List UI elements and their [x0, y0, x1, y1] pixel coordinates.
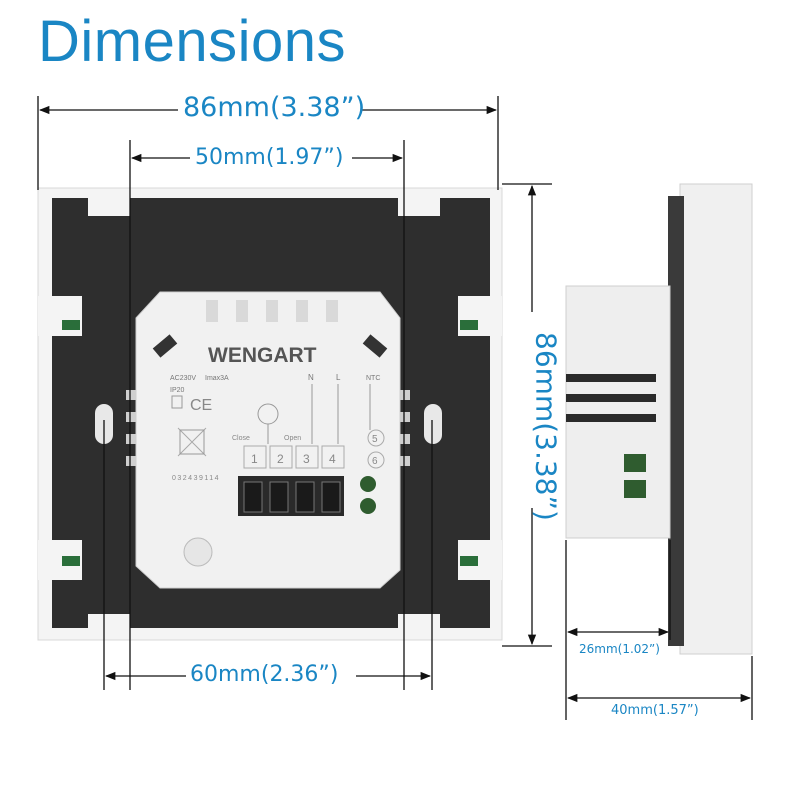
- overall-height-label: 86mm(3.38”): [529, 332, 563, 521]
- terminal-6: 6: [372, 456, 378, 467]
- screw-terminals: [238, 476, 376, 516]
- l-label: L: [336, 373, 341, 382]
- ce-mark: CE: [190, 397, 212, 414]
- close-label: Close: [232, 435, 250, 442]
- terminal-4: 4: [329, 452, 336, 466]
- side-view: [565, 183, 753, 655]
- side-frame: [679, 183, 753, 655]
- side-body: [565, 285, 671, 539]
- ip-label: IP20: [170, 387, 185, 394]
- terminal-5: 5: [372, 434, 378, 445]
- rating-label: AC230V: [170, 375, 196, 382]
- ntc-label: NTC: [366, 375, 380, 382]
- page-title: Dimensions: [38, 9, 346, 74]
- open-label: Open: [284, 435, 301, 442]
- overall-width-label: 86mm(3.38”): [183, 92, 366, 123]
- n-label: N: [308, 373, 314, 382]
- terminal-1: 1: [251, 452, 258, 466]
- terminal-2: 2: [277, 452, 284, 466]
- current-label: Imax3A: [205, 375, 229, 382]
- mount-slot-right: [424, 404, 442, 444]
- terminal-3: 3: [303, 452, 310, 466]
- serial-number: 032439114: [172, 475, 220, 482]
- inner-width-label: 50mm(1.97”): [195, 145, 344, 170]
- sensor-port: [183, 537, 213, 567]
- brand-label: WENGART: [208, 344, 317, 367]
- mount-spacing-label: 60mm(2.36”): [190, 662, 339, 687]
- front-view: WENGART AC230V Imax3A IP20 CE N L NTC Cl…: [37, 187, 503, 641]
- total-depth-label: 40mm(1.57”): [611, 703, 699, 718]
- body-depth-label: 26mm(1.02”): [579, 642, 660, 656]
